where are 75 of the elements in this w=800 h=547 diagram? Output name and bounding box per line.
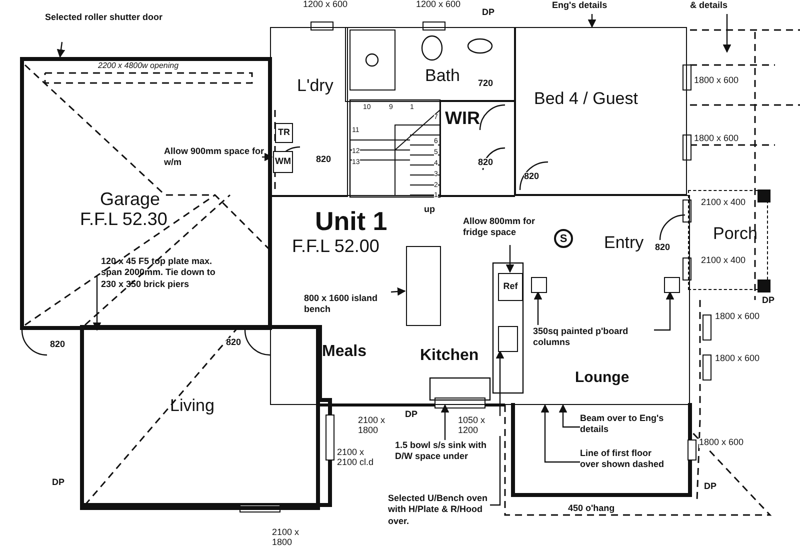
room-name: L'dry bbox=[297, 77, 334, 96]
oven-box bbox=[498, 326, 518, 352]
note-text: Line of first floor over shown dashed bbox=[580, 448, 665, 493]
unit-floor-area bbox=[270, 195, 690, 405]
downpipe-label: DP bbox=[52, 478, 65, 488]
window-size: 2100 x 400 bbox=[701, 256, 747, 266]
note-text: Beam over to Eng's details bbox=[580, 413, 678, 443]
leader-line bbox=[92, 276, 102, 331]
window-size: 1800 x 600 bbox=[694, 76, 740, 86]
leader-line bbox=[558, 404, 580, 428]
leader-line bbox=[262, 152, 273, 162]
unit-name: Unit 1 bbox=[315, 207, 388, 236]
door-size: 820 bbox=[524, 172, 540, 182]
window-size: 1050 x 1200 bbox=[458, 416, 504, 436]
washing-machine-space: WM bbox=[273, 151, 293, 173]
room-name: Lounge bbox=[575, 370, 630, 386]
downpipe-label: DP bbox=[704, 482, 717, 492]
note-text: Allow 900mm space for w/m bbox=[164, 146, 266, 176]
window-size: 1800 x 600 bbox=[699, 438, 745, 448]
downpipe-label: DP bbox=[405, 410, 418, 420]
fridge-space: Ref bbox=[498, 273, 523, 301]
smoke-detector-symbol: S bbox=[554, 229, 573, 248]
window-size: 1200 x 600 bbox=[303, 0, 349, 10]
leader-line bbox=[534, 291, 542, 325]
window-size: 2100 x 400 bbox=[701, 198, 747, 208]
floor-level: F.F.L 52.30 bbox=[80, 210, 168, 230]
room-name: Bath bbox=[425, 67, 460, 86]
note-text: & details bbox=[690, 0, 760, 14]
bathroom bbox=[345, 27, 515, 102]
note-text: 350sq painted p'board columns bbox=[533, 326, 655, 356]
column-symbol bbox=[531, 277, 547, 293]
window-size: 1800 x 600 bbox=[715, 354, 761, 364]
note-text: Selected U/Bench oven with H/Plate & R/Hood over. bbox=[388, 493, 490, 538]
window-size: 720 bbox=[478, 79, 494, 89]
living-room bbox=[80, 325, 320, 510]
room-name: Entry bbox=[604, 234, 644, 253]
leader-line bbox=[390, 287, 406, 296]
door-size: 820 bbox=[226, 338, 242, 348]
room-name: Porch bbox=[713, 225, 758, 244]
overhang-dimension: 450 o'hang bbox=[568, 504, 615, 514]
stair-direction: up bbox=[424, 205, 435, 215]
room-name: Bed 4 / Guest bbox=[534, 90, 638, 109]
walk-in-robe bbox=[440, 100, 515, 197]
door-size: 820 bbox=[655, 243, 670, 253]
note-text: Selected roller shutter door bbox=[45, 12, 170, 42]
downpipe-label: DP bbox=[762, 296, 775, 306]
room-name: Living bbox=[170, 397, 214, 416]
laundry-room bbox=[270, 27, 348, 197]
leader-line bbox=[440, 404, 450, 440]
window-size: 1800 x 600 bbox=[694, 134, 740, 144]
room-name: WIR bbox=[445, 109, 480, 129]
leader-line bbox=[722, 14, 732, 53]
window-size: 1200 x 600 bbox=[416, 0, 462, 10]
island-bench bbox=[406, 246, 441, 326]
floor-level: F.F.L 52.00 bbox=[292, 237, 380, 257]
leader-line bbox=[506, 245, 514, 273]
note-text: Allow 800mm for fridge space bbox=[463, 216, 551, 246]
room-name: Garage bbox=[100, 190, 160, 210]
note-text: 800 x 1600 island bench bbox=[304, 293, 392, 317]
door-size: 820 bbox=[478, 158, 494, 168]
leader-line bbox=[588, 14, 596, 28]
note-text: Eng's details bbox=[552, 0, 642, 14]
leader-line bbox=[540, 404, 580, 463]
leader-line bbox=[490, 350, 504, 506]
tub-cabinet: TR bbox=[275, 123, 293, 143]
leader-line bbox=[56, 42, 66, 58]
column-symbol bbox=[664, 277, 680, 293]
note-text: 1.5 bowl s/s sink with D/W space under bbox=[395, 440, 487, 485]
downpipe-label: DP bbox=[482, 8, 495, 18]
door-size: 820 bbox=[316, 155, 332, 165]
window-size: 1800 x 600 bbox=[715, 312, 761, 322]
door-size: 820 bbox=[50, 340, 66, 350]
leader-line bbox=[654, 291, 674, 331]
opening-size: 2200 x 4800w opening bbox=[98, 62, 179, 71]
bedroom bbox=[515, 27, 687, 195]
